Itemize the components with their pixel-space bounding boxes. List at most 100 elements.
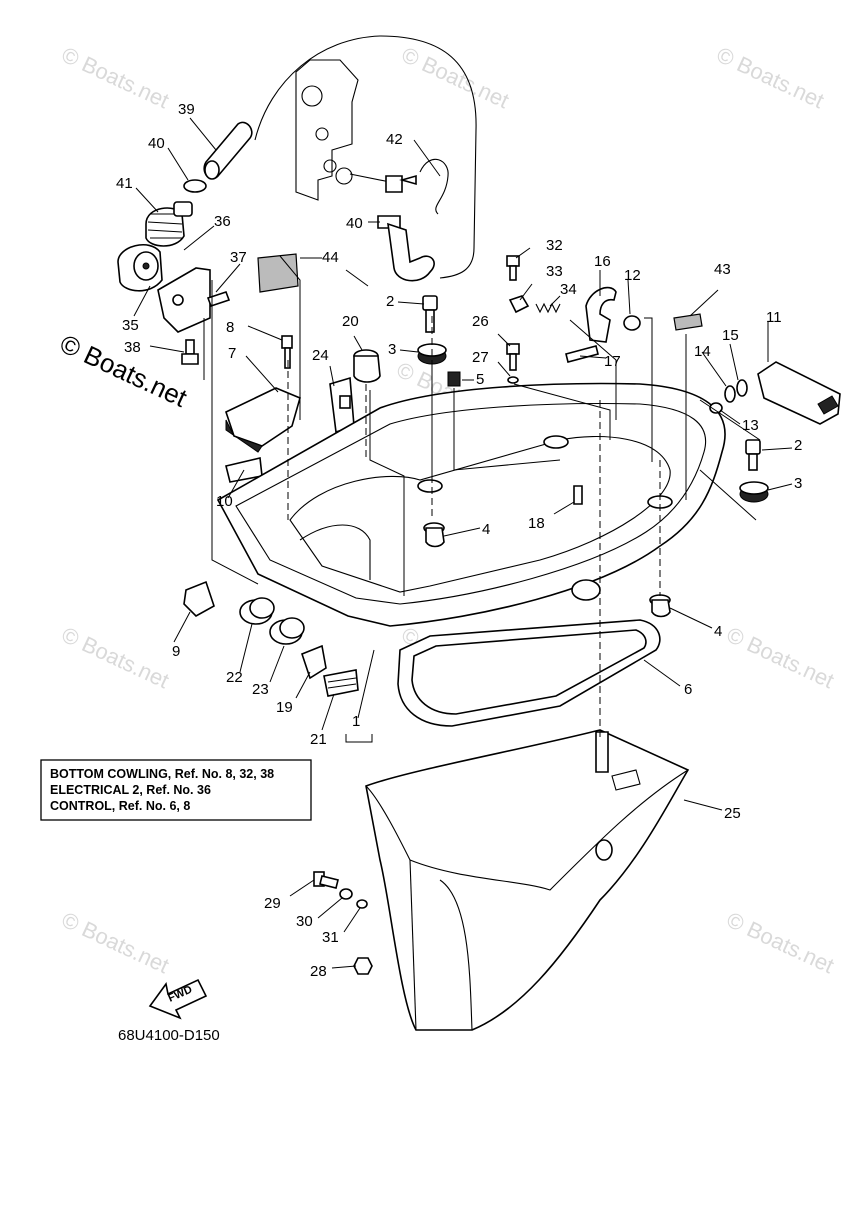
grommet-4-a — [423, 522, 445, 548]
plug-23 — [269, 617, 305, 645]
callout-44: 44 — [322, 249, 339, 266]
callout-2-top: 2 — [386, 293, 394, 310]
screw-38 — [181, 339, 199, 365]
callout-24: 24 — [312, 347, 329, 364]
screw-37 — [206, 290, 231, 308]
callout-41: 41 — [116, 175, 133, 192]
watermark-2: © Boats.net — [398, 42, 513, 113]
watermark-8: © Boats.net — [58, 907, 173, 978]
grommet-20 — [353, 349, 381, 383]
bracket-7 — [225, 387, 301, 453]
grommet-21 — [323, 669, 359, 697]
ring-12 — [623, 315, 641, 331]
bolt-32 — [506, 255, 520, 281]
callout-5: 5 — [476, 371, 484, 388]
bushing-13 — [709, 402, 723, 414]
callout-3-right: 3 — [794, 475, 802, 492]
callout-4-left: 4 — [482, 521, 490, 538]
washer-14 — [724, 385, 736, 403]
callout-1: 1 — [352, 713, 360, 730]
label-43 — [673, 313, 703, 331]
leader-lines — [133, 117, 793, 969]
callout-26: 26 — [472, 313, 489, 330]
callout-21: 21 — [310, 731, 327, 748]
callout-40-bottom: 40 — [346, 215, 363, 232]
callout-18: 18 — [528, 515, 545, 532]
callout-27: 27 — [472, 349, 489, 366]
screw-29 — [313, 871, 339, 889]
callout-23: 23 — [252, 681, 269, 698]
callout-14: 14 — [694, 343, 711, 360]
washer-27 — [507, 376, 519, 384]
callout-17: 17 — [604, 353, 621, 370]
callout-33: 33 — [546, 263, 563, 280]
bolt-2-top — [422, 295, 438, 333]
clip-33 — [508, 295, 530, 314]
callout-3-top: 3 — [388, 341, 396, 358]
callout-40-top: 40 — [148, 135, 165, 152]
callout-29: 29 — [264, 895, 281, 912]
bolt-17 — [565, 345, 599, 363]
callout-39: 39 — [178, 101, 195, 118]
callout-10: 10 — [216, 493, 233, 510]
callout-12: 12 — [624, 267, 641, 284]
callout-38: 38 — [124, 339, 141, 356]
callout-20: 20 — [342, 313, 359, 330]
lever-16 — [585, 286, 617, 343]
callout-35: 35 — [122, 317, 139, 334]
lower-casing-25 — [365, 729, 690, 1031]
reference-line-2: ELECTRICAL 2, Ref. No. 36 — [50, 783, 211, 797]
grommet-19 — [301, 644, 327, 680]
watermark-5: © Boats.net — [58, 622, 173, 693]
fwd-arrow: FWD — [148, 978, 208, 1020]
callout-43: 43 — [714, 261, 731, 278]
callout-28: 28 — [310, 963, 327, 980]
callout-36: 36 — [214, 213, 231, 230]
clamp-40 — [183, 179, 207, 193]
callout-13: 13 — [742, 417, 759, 434]
callout-19: 19 — [276, 699, 293, 716]
grommet-4-b — [649, 594, 671, 618]
bolt-26 — [506, 343, 520, 371]
callout-22: 22 — [226, 669, 243, 686]
assembly-lines — [203, 255, 761, 740]
bracket-36 — [157, 267, 211, 333]
reference-line-3: CONTROL, Ref. No. 6, 8 — [50, 799, 190, 813]
callout-16: 16 — [594, 253, 611, 270]
bolt-8 — [281, 335, 293, 369]
nut-28 — [353, 957, 373, 975]
callout-34: 34 — [560, 281, 577, 298]
spring-34 — [535, 302, 561, 314]
callout-37: 37 — [230, 249, 247, 266]
callout-6: 6 — [684, 681, 692, 698]
hose-39 — [203, 121, 253, 180]
diagram-code: 68U4100-D150 — [118, 1027, 220, 1044]
callout-7: 7 — [228, 345, 236, 362]
screw-18 — [573, 485, 583, 505]
grommet-35 — [117, 244, 163, 292]
watermark-7: © Boats.net — [723, 622, 838, 693]
plug-22 — [239, 597, 275, 625]
callout-8: 8 — [226, 319, 234, 336]
callout-9: 9 — [172, 643, 180, 660]
callout-31: 31 — [322, 929, 339, 946]
callout-32: 32 — [546, 237, 563, 254]
callout-11: 11 — [766, 309, 782, 326]
washer-31 — [356, 899, 368, 909]
reference-box: BOTTOM COWLING, Ref. No. 8, 32, 38 ELECT… — [40, 759, 312, 821]
callout-15: 15 — [722, 327, 739, 344]
fitting-41 — [145, 201, 193, 247]
watermark-10: © Boats.net — [723, 907, 838, 978]
label-44 — [257, 253, 299, 293]
callout-42: 42 — [386, 131, 403, 148]
washer-15 — [736, 379, 748, 397]
grommet-3-right — [739, 481, 769, 503]
callout-numbers: 39 40 41 36 37 35 38 8 7 10 9 22 23 19 2… — [116, 101, 802, 980]
callout-25: 25 — [724, 805, 741, 822]
bolt-2-right — [745, 439, 761, 471]
part-9 — [183, 580, 215, 617]
callout-30: 30 — [296, 913, 313, 930]
handle-11 — [757, 361, 841, 425]
